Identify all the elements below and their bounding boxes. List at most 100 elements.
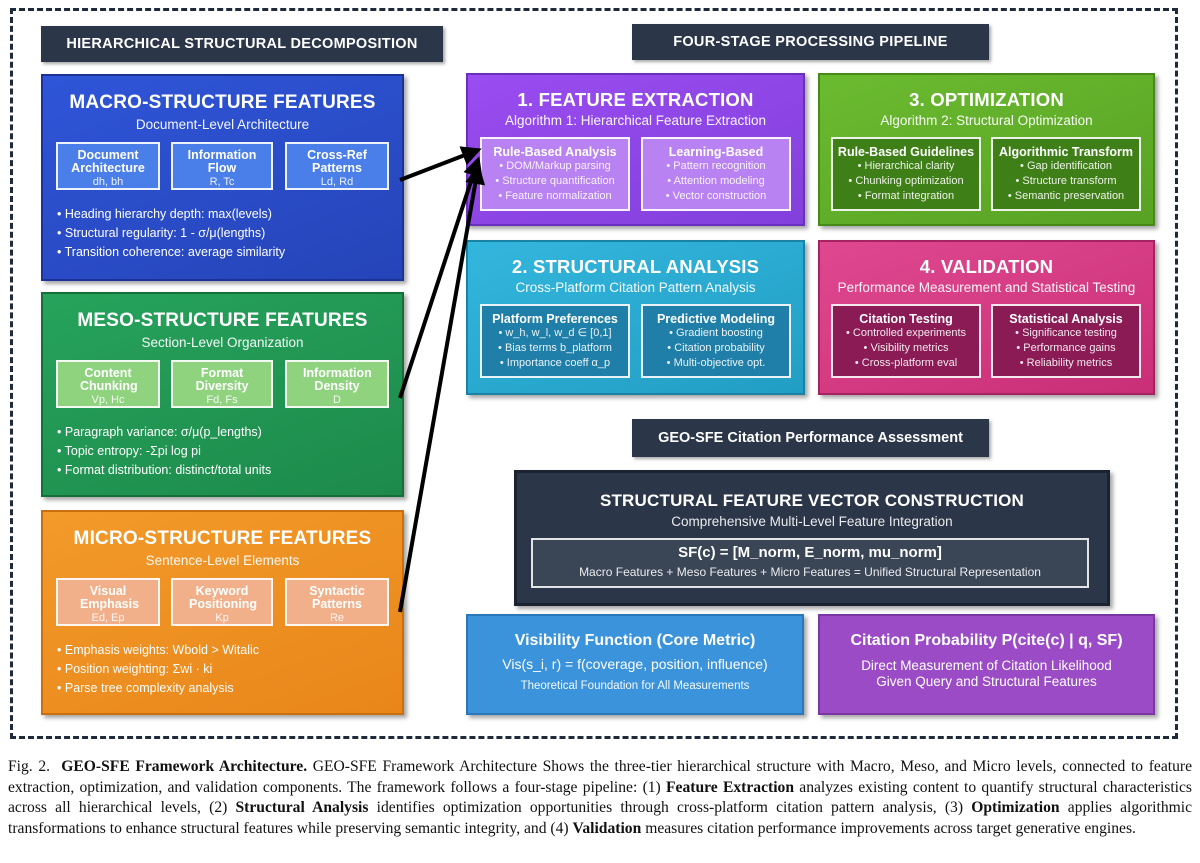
subbox-item: • Vector construction <box>665 190 767 202</box>
meso-bullets: • Paragraph variance: σ/μ(p_lengths) • T… <box>57 423 271 480</box>
bullet: • Topic entropy: -Σpi log pi <box>57 444 201 458</box>
subbox-title: Rule-Based Analysis <box>493 145 617 159</box>
micro-cell-syntactic: Syntactic Patterns Re <box>285 578 389 626</box>
stage4-right-box: Statistical Analysis • Significance test… <box>991 304 1141 378</box>
subbox-item: • Feature normalization <box>498 190 612 202</box>
caption-text: identifies optimization opportunities th… <box>376 799 964 816</box>
subbox-title: Platform Preferences <box>492 312 618 326</box>
caption-bold: Optimization <box>971 799 1060 816</box>
micro-cell-visual: Visual Emphasis Ed, Ep <box>56 578 160 626</box>
micro-bullets: • Emphasis weights: Wbold > Witalic • Po… <box>57 641 259 698</box>
subbox-title: Statistical Analysis <box>1009 312 1123 326</box>
cell-vars: R, Tc <box>209 176 235 188</box>
subbox-item: • DOM/Markup parsing <box>499 160 611 172</box>
subbox-item: • Significance testing <box>1015 327 1117 339</box>
caption-text: measures citation performance improvemen… <box>645 819 1136 837</box>
subbox-item: • Semantic preservation <box>1007 190 1125 202</box>
dashed-frame <box>10 8 1178 739</box>
macro-cell-crossref: Cross-Ref Patterns Ld, Rd <box>285 142 389 190</box>
subbox-title: Learning-Based <box>668 145 764 159</box>
meso-cell-format: Format Diversity Fd, Fs <box>171 360 273 408</box>
subbox-item: • Format integration <box>857 190 955 202</box>
caption-text: GEO-SFE Framework Architecture Shows the… <box>8 758 1192 796</box>
cell-vars: Fd, Fs <box>206 394 238 406</box>
cell-vars: Re <box>329 612 345 624</box>
subbox-item: • Visibility metrics <box>863 342 949 354</box>
right-header: FOUR-STAGE PROCESSING PIPELINE <box>632 24 989 60</box>
bullet: • Emphasis weights: Wbold > Witalic <box>57 643 260 657</box>
visibility-box: Visibility Function (Core Metric) Vis(s_… <box>466 614 804 715</box>
macro-cell-document: Document Architecture dh, bh <box>56 142 160 190</box>
subbox-item: • Bias terms b_platform <box>498 342 612 354</box>
citation-prob-line2: Given Query and Structural Features <box>876 674 1097 689</box>
visibility-note: Theoretical Foundation for All Measureme… <box>520 680 750 692</box>
figure-caption: Fig. 2. GEO-SFE Framework Architecture. … <box>8 757 1192 839</box>
cell-label: Syntactic Patterns <box>309 584 365 611</box>
stage1-left-box: Rule-Based Analysis • DOM/Markup parsing… <box>480 137 630 211</box>
subbox-item: • Attention modeling <box>667 175 765 187</box>
stage2-right-box: Predictive Modeling • Gradient boosting … <box>641 304 791 378</box>
cell-label: Content Chunking <box>80 366 138 393</box>
stage4-box: 4. VALIDATION Performance Measurement an… <box>818 240 1155 395</box>
meso-subtitle: Section-Level Organization <box>141 335 304 350</box>
citation-prob-line1: Direct Measurement of Citation Likelihoo… <box>861 658 1112 673</box>
subbox-item: • Gradient boosting <box>669 327 763 339</box>
meso-title: MESO-STRUCTURE FEATURES <box>77 310 368 331</box>
cell-vars: D <box>333 394 341 406</box>
subbox-item: • Reliability metrics <box>1019 357 1113 369</box>
subbox-item: • Pattern recognition <box>666 160 766 172</box>
caption-fig-label: Fig. 2. <box>8 758 51 775</box>
subbox-item: • Importance coeff α_p <box>499 357 611 369</box>
formula: SF(c) = [M_norm, E_norm, mu_norm] <box>678 544 942 561</box>
micro-subtitle: Sentence-Level Elements <box>145 553 300 568</box>
subbox-item: • Hierarchical clarity <box>857 160 955 172</box>
bullet: • Format distribution: distinct/total un… <box>57 463 272 477</box>
macro-title: MACRO-STRUCTURE FEATURES <box>69 92 376 113</box>
meso-cell-chunking: Content Chunking Vp, Hc <box>56 360 160 408</box>
citation-prob-box: Citation Probability P(cite(c) | q, SF) … <box>818 614 1155 715</box>
caption-text: applies algorithmic transformations to e… <box>8 799 1193 837</box>
cell-label: Keyword Positioning <box>189 584 258 611</box>
subbox-item: • Performance gains <box>1016 342 1116 354</box>
subbox-item: • w_h, w_l, w_d ∈ [0,1] <box>498 327 612 339</box>
cell-vars: Kp <box>215 612 229 624</box>
micro-cell-keyword: Keyword Positioning Kp <box>171 578 273 626</box>
cell-label: Format Diversity <box>195 366 249 393</box>
stage2-left-box: Platform Preferences • w_h, w_l, w_d ∈ [… <box>480 304 630 378</box>
caption-bold: Feature Extraction <box>666 778 794 796</box>
macro-cell-flow: Information Flow R, Tc <box>171 142 273 190</box>
stage4-title: 4. VALIDATION <box>919 256 1054 277</box>
subbox-title: Predictive Modeling <box>656 312 776 326</box>
macro-bullets: • Heading hierarchy depth: max(levels) •… <box>57 205 285 262</box>
stage3-subtitle: Algorithm 2: Structural Optimization <box>880 113 1093 128</box>
bullet: • Parse tree complexity analysis <box>57 681 234 695</box>
stage3-left-box: Rule-Based Guidelines • Hierarchical cla… <box>831 137 981 211</box>
vector-subtitle: Comprehensive Multi-Level Feature Integr… <box>671 514 953 529</box>
cell-vars: Ld, Rd <box>320 176 354 188</box>
bullet: • Position weighting: Σwi · ki <box>57 662 213 676</box>
cell-label: Document Architecture <box>71 148 145 175</box>
micro-box: MICRO-STRUCTURE FEATURES Sentence-Level … <box>41 510 404 715</box>
arrow-meso <box>398 156 483 399</box>
cell-label: Information Flow <box>187 148 257 175</box>
bullet: • Transition coherence: average similari… <box>57 245 286 259</box>
caption-text: analyzes existing content to quantify st… <box>8 778 1193 817</box>
caption-title: GEO-SFE Framework Architecture. <box>61 758 308 775</box>
arrow-macro <box>399 146 482 182</box>
subbox-title: Rule-Based Guidelines <box>837 145 975 159</box>
stage2-box: 2. STRUCTURAL ANALYSIS Cross-Platform Ci… <box>466 240 805 395</box>
subbox-item: • Cross-platform eval <box>854 357 958 369</box>
macro-subtitle: Document-Level Architecture <box>135 117 310 132</box>
subbox-item: • Controlled experiments <box>845 327 967 339</box>
meso-box: MESO-STRUCTURE FEATURES Section-Level Or… <box>41 292 404 497</box>
cell-vars: Ed, Ep <box>91 612 125 624</box>
stage1-title: 1. FEATURE EXTRACTION <box>517 89 754 110</box>
bullet: • Paragraph variance: σ/μ(p_lengths) <box>57 425 262 439</box>
arrow-micro <box>398 164 486 613</box>
visibility-formula: Vis(s_i, r) = f(coverage, position, infl… <box>502 656 768 672</box>
subbox-item: • Gap identification <box>1020 160 1112 172</box>
formula-box: SF(c) = [M_norm, E_norm, mu_norm] Macro … <box>531 538 1089 588</box>
stage3-box: 3. OPTIMIZATION Algorithm 2: Structural … <box>818 73 1155 226</box>
stage2-subtitle: Cross-Platform Citation Pattern Analysis <box>515 280 756 295</box>
